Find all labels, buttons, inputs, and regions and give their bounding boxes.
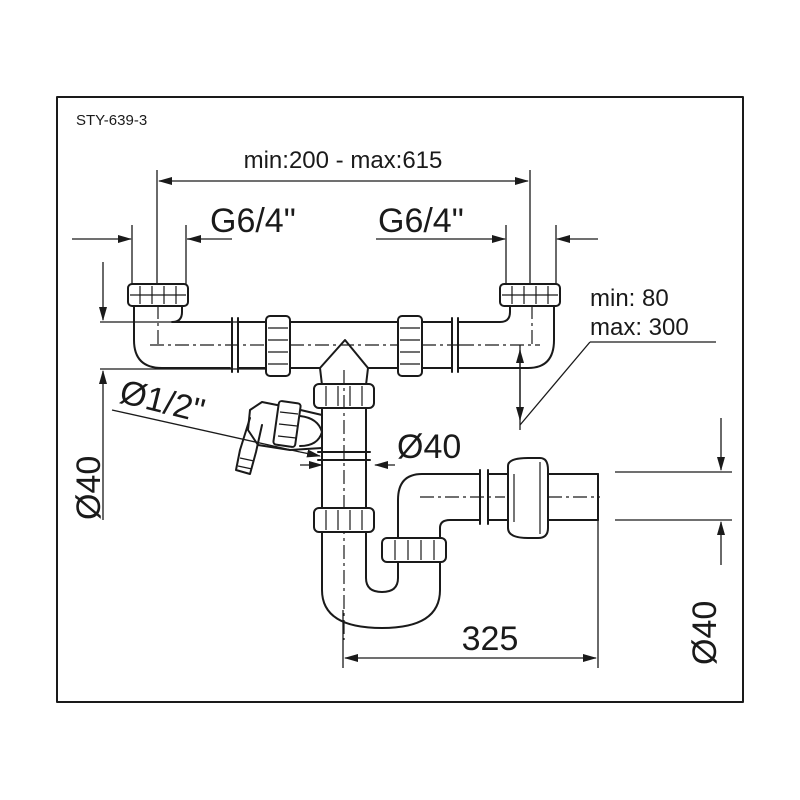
trap-diameter-dimension: Ø40 <box>300 428 461 469</box>
outlet-pipe <box>487 473 600 521</box>
height-dimension <box>516 341 716 430</box>
wall-rosette <box>507 457 549 539</box>
tee-section <box>289 321 399 386</box>
outlet-diameter-dimension: Ø40 <box>615 418 732 665</box>
thread-right-label: G6/4" <box>378 202 464 240</box>
drawing-code-label: STY-639-3 <box>76 112 147 129</box>
u-bend-trap <box>321 531 441 629</box>
spacing-dimension-label: min:200 - max:615 <box>244 147 443 174</box>
drawing-frame <box>56 96 744 703</box>
trap-diameter-label: Ø40 <box>397 428 461 466</box>
outlet-elbow <box>397 469 505 539</box>
right-union-nut <box>397 315 423 377</box>
horizontal-pipe-left <box>231 317 269 373</box>
left-union-nut <box>265 315 291 377</box>
outlet-length-dimension: 325 <box>342 490 599 668</box>
height-max-label: max: 300 <box>590 314 689 341</box>
side-connector <box>235 400 323 475</box>
outlet-diameter-label: Ø40 <box>686 601 724 665</box>
left-inlet-nut <box>127 283 189 307</box>
right-inlet-nut <box>499 283 561 307</box>
trap-upper-nut <box>313 507 375 533</box>
vertical-drop-pipe <box>317 370 371 640</box>
right-inlet-elbow <box>457 304 555 369</box>
thread-left-label: G6/4" <box>210 202 296 240</box>
left-diameter-label: Ø40 <box>70 456 108 520</box>
thread-dimension-left: G6/4" <box>72 202 296 290</box>
thread-dimension-right: G6/4" <box>376 202 598 290</box>
spacing-dimension: min:200 - max:615 <box>156 147 531 290</box>
height-min-label: min: 80 <box>590 285 669 312</box>
horizontal-pipe-right <box>421 317 460 373</box>
left-inlet-elbow <box>133 304 250 369</box>
trap-outlet-nut <box>381 537 447 563</box>
outlet-length-label: 325 <box>462 620 519 658</box>
